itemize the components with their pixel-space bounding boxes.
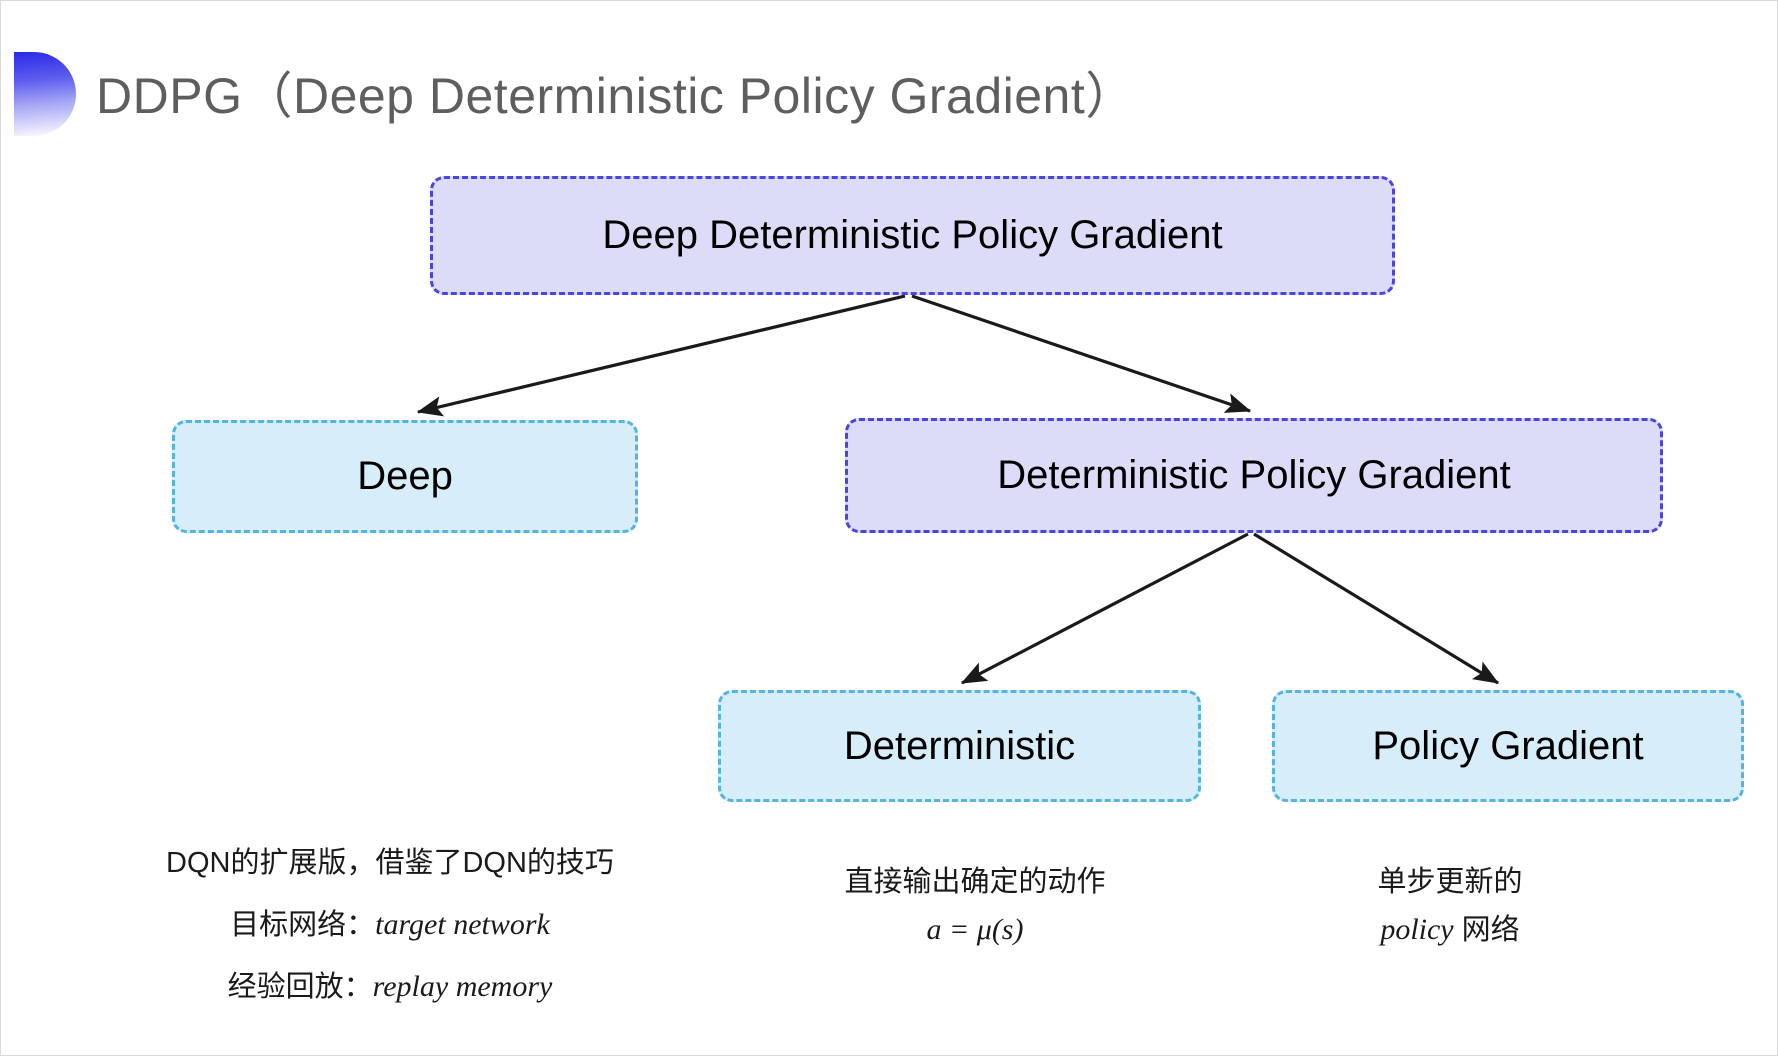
annotation-deep-line3-label: 经验回放： [227, 971, 373, 1003]
slide-frame-left [0, 0, 1, 1056]
node-deterministic[interactable]: Deterministic [718, 690, 1201, 802]
annotation-deep-line2: 目标网络：target network [110, 894, 670, 956]
annotation-deterministic: 直接输出确定的动作 a = μ(s) [760, 858, 1190, 954]
annotation-policy-gradient-line1: 单步更新的 [1377, 866, 1523, 898]
annotation-deep-line3: 经验回放：replay memory [110, 956, 670, 1018]
annotation-deep-line2-term: target network [375, 908, 550, 941]
annotation-deep-line1: DQN的扩展版，借鉴了DQN的技巧 [166, 847, 614, 879]
page-title: DDPG（Deep Deterministic Policy Gradient） [96, 68, 1136, 124]
node-deep-deterministic-policy-gradient[interactable]: Deep Deterministic Policy Gradient [430, 176, 1395, 295]
slide-frame-top [0, 0, 1778, 1]
edge-root-to-deep [416, 294, 906, 417]
edge-root-to-dpg [911, 294, 1252, 413]
annotation-policy-gradient-suffix: 网络 [1453, 914, 1520, 946]
edge-dpg-to-policy-gradient [1253, 532, 1500, 685]
annotation-deep: DQN的扩展版，借鉴了DQN的技巧 目标网络：target network 经验… [110, 832, 670, 1018]
annotation-deterministic-formula: a = μ(s) [926, 913, 1024, 946]
node-deterministic-policy-gradient[interactable]: Deterministic Policy Gradient [845, 418, 1663, 533]
annotation-policy-gradient-line2: policy 网络 [1255, 906, 1645, 954]
annotation-deterministic-line1: 直接输出确定的动作 [844, 866, 1106, 898]
annotation-policy-gradient: 单步更新的 policy 网络 [1255, 858, 1645, 954]
node-policy-gradient[interactable]: Policy Gradient [1272, 690, 1744, 802]
node-deep[interactable]: Deep [172, 420, 638, 533]
annotation-deep-line3-term: replay memory [372, 970, 553, 1003]
title-bullet-half-circle-icon [14, 52, 76, 136]
edge-dpg-to-deterministic [960, 532, 1249, 685]
annotation-policy-gradient-term: policy [1380, 913, 1454, 946]
annotation-deep-line2-label: 目标网络： [230, 909, 376, 941]
